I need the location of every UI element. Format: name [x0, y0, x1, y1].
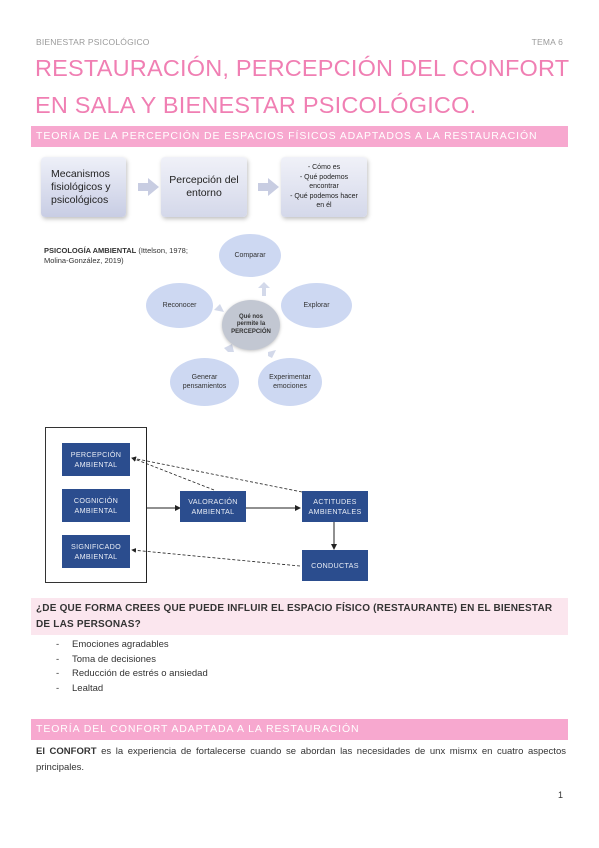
cycle-node-explorar: Explorar: [281, 283, 352, 328]
model-box-text: PERCEPCIÓN: [70, 449, 122, 459]
cycle-center-text: permite la: [236, 321, 266, 328]
dash-conductas-significado: [131, 547, 301, 567]
flow-arrow-2: [258, 178, 279, 196]
dash-valoracion-percepcion: [131, 457, 215, 491]
flow-box3-line: - Cómo es: [307, 164, 341, 172]
header-subject: BIENESTAR PSICOLÓGICO: [36, 37, 150, 47]
model-box-text: ACTITUDES: [313, 496, 357, 506]
page-number: 1: [557, 790, 563, 800]
psych-label-bold: PSICOLOGÍA AMBIENTAL: [44, 246, 137, 255]
arrow-right-down: [268, 350, 276, 358]
cycle-center-text: Qué nos: [238, 313, 263, 320]
list-item: -Toma de decisiones: [56, 653, 156, 665]
cycle-node-generar: Generar pensamientos: [170, 358, 239, 406]
comfort-paragraph: El CONFORT es la experiencia de fortalec…: [36, 744, 566, 776]
flow-box1-line: psicológicos: [51, 193, 109, 206]
list-item-text: Reducción de estrés o ansiedad: [72, 668, 208, 679]
list-item: -Reducción de estrés o ansiedad: [56, 668, 208, 679]
flow-box-perception: Percepción del entorno: [161, 157, 247, 217]
flow-box2-line: entorno: [186, 187, 222, 199]
model-box-text: AMBIENTAL: [74, 551, 118, 561]
cycle-node-text: pensamientos: [182, 383, 227, 390]
cycle-node-text: Experimentar: [269, 374, 311, 381]
paragraph-rest: es la experiencia de fortalecerse cuando…: [36, 746, 566, 773]
section-heading-perception: TEORÍA DE LA PERCEPCIÓN DE ESPACIOS FÍSI…: [31, 126, 568, 147]
flow-box3-line: en él: [316, 202, 332, 210]
arrow-up: [258, 282, 270, 296]
flow-arrow-1: [138, 178, 159, 196]
flow-box3-line: - Qué podemos: [299, 173, 349, 181]
section-heading-comfort: TEORÍA DEL CONFORT ADAPTADA A LA RESTAUR…: [31, 719, 568, 740]
model-frame: [45, 427, 147, 583]
flow-box1-line: Mecanismos: [51, 167, 110, 180]
flow-box-questions: - Cómo es - Qué podemos encontrar - Qué …: [281, 157, 367, 217]
list-item: -Lealtad: [56, 682, 104, 694]
flow-box3-line: encontrar: [309, 183, 339, 191]
flow-box3-line: - Qué podemos hacer: [290, 192, 358, 200]
psych-label-rest: (Ittelson, 1978;: [136, 246, 188, 255]
arrow-left-down: [224, 344, 234, 352]
model-box-text: AMBIENTAL: [191, 506, 235, 516]
list-item: -Emociones agradables: [56, 639, 169, 650]
flow-box-mechanisms: Mecanismos fisiológicos y psicológicos: [41, 157, 126, 217]
model-box-text: SIGNIFICADO: [70, 541, 122, 551]
model-box-conductas: CONDUCTAS: [302, 550, 368, 581]
title-line-2: EN SALA Y BIENESTAR PSICOLÓGICO.: [35, 92, 477, 118]
cycle-node-reconocer: Reconocer: [146, 283, 213, 328]
arrow-left-up: [214, 304, 224, 312]
question-band: ¿DE QUE FORMA CREES QUE PUEDE INFLUIR EL…: [31, 598, 568, 635]
model-box-text: VALORACIÓN: [188, 496, 238, 506]
cycle-node-comparar: Comparar: [219, 234, 281, 277]
list-item-text: Emociones agradables: [72, 639, 169, 650]
title-line-1: RESTAURACIÓN, PERCEPCIÓN DEL CONFORT: [35, 55, 570, 81]
paragraph-bold: El CONFORT: [36, 746, 97, 757]
flow-box2-line: Percepción del: [169, 174, 239, 186]
cycle-node-text: emociones: [273, 383, 307, 390]
model-box-text: COGNICIÓN: [73, 495, 119, 505]
model-box-text: AMBIENTALES: [308, 506, 362, 516]
model-box-text: AMBIENTAL: [74, 505, 118, 515]
psych-ambiental-label: PSICOLOGÍA AMBIENTAL (Ittelson, 1978; Mo…: [44, 246, 188, 266]
list-item-text: Toma de decisiones: [72, 653, 156, 665]
answer-list: -Emociones agradables -Toma de decisione…: [56, 638, 208, 696]
cycle-node-text: Generar: [191, 374, 218, 381]
header-topic: TEMA 6: [531, 37, 563, 47]
model-box-text: AMBIENTAL: [74, 459, 118, 469]
page-title: RESTAURACIÓN, PERCEPCIÓN DEL CONFORT EN …: [35, 50, 575, 124]
dash-actitudes-percepcion: [131, 456, 303, 493]
psych-label-line2: Molina-González, 2019): [44, 256, 124, 265]
list-item-text: Lealtad: [72, 682, 104, 694]
cycle-node-experimentar: Experimentar emociones: [258, 358, 322, 406]
cycle-center-text: PERCEPCIÓN: [231, 328, 271, 335]
flow-box1-line: fisiológicos y: [51, 180, 111, 193]
